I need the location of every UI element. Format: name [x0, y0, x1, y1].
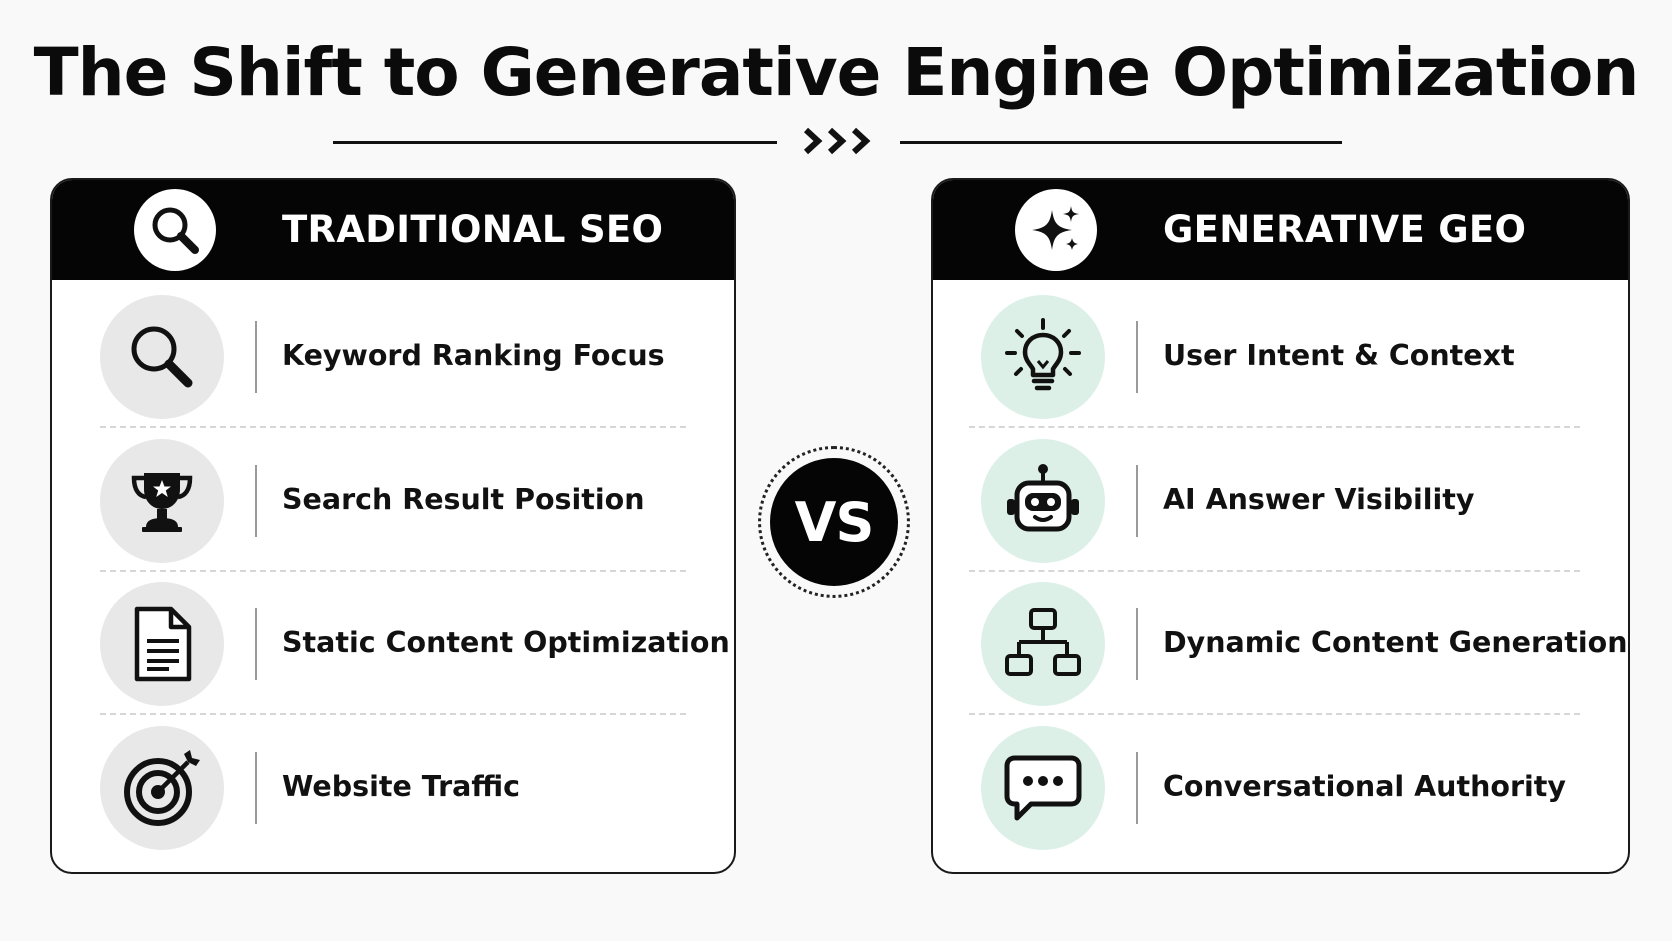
page-title: The Shift to Generative Engine Optimizat…	[33, 34, 1640, 111]
vs-label: VS	[770, 458, 898, 586]
title-divider-left	[333, 141, 777, 144]
trophy-icon	[100, 439, 224, 563]
chat-bubble-icon	[981, 726, 1105, 850]
item-label: Conversational Authority	[1163, 770, 1566, 803]
row-divider	[100, 713, 686, 715]
list-item: Dynamic Content Generation	[933, 571, 1628, 715]
item-separator	[1136, 465, 1138, 537]
list-item: Search Result Position	[52, 428, 734, 572]
item-separator	[255, 608, 257, 680]
item-label: Static Content Optimization	[282, 626, 730, 659]
target-icon	[100, 726, 224, 850]
row-divider	[969, 570, 1580, 572]
row-divider	[969, 426, 1580, 428]
list-item: Keyword Ranking Focus	[52, 284, 734, 428]
item-label: AI Answer Visibility	[1163, 483, 1475, 516]
item-label: Website Traffic	[282, 770, 521, 803]
magnifier-icon	[100, 295, 224, 419]
list-item: Static Content Optimization	[52, 571, 734, 715]
row-divider	[100, 426, 686, 428]
document-icon	[100, 582, 224, 706]
chevrons-right-icon	[803, 127, 871, 155]
item-label: Search Result Position	[282, 483, 645, 516]
vs-badge: VS	[758, 446, 910, 598]
item-separator	[1136, 321, 1138, 393]
search-icon	[134, 189, 216, 271]
generative-geo-panel: GENERATIVE GEO User Int	[931, 178, 1630, 874]
list-item: Website Traffic	[52, 715, 734, 859]
row-divider	[969, 713, 1580, 715]
traditional-seo-panel: TRADITIONAL SEO Keyword Ranking Focus	[50, 178, 736, 874]
lightbulb-icon	[981, 295, 1105, 419]
panel-title: GENERATIVE GEO	[1163, 208, 1527, 251]
item-separator	[255, 321, 257, 393]
panel-header: GENERATIVE GEO	[933, 180, 1628, 280]
list-item: AI Answer Visibility	[933, 428, 1628, 572]
item-label: User Intent & Context	[1163, 339, 1515, 372]
panel-title: TRADITIONAL SEO	[282, 208, 664, 251]
item-label: Keyword Ranking Focus	[282, 339, 665, 372]
title-divider-right	[900, 141, 1342, 144]
hierarchy-icon	[981, 582, 1105, 706]
item-separator	[1136, 752, 1138, 824]
sparkle-icon	[1015, 189, 1097, 271]
item-label: Dynamic Content Generation	[1163, 626, 1628, 659]
list-item: User Intent & Context	[933, 284, 1628, 428]
item-separator	[1136, 608, 1138, 680]
item-separator	[255, 752, 257, 824]
row-divider	[100, 570, 686, 572]
item-separator	[255, 465, 257, 537]
panel-header: TRADITIONAL SEO	[52, 180, 734, 280]
list-item: Conversational Authority	[933, 715, 1628, 859]
robot-icon	[981, 439, 1105, 563]
